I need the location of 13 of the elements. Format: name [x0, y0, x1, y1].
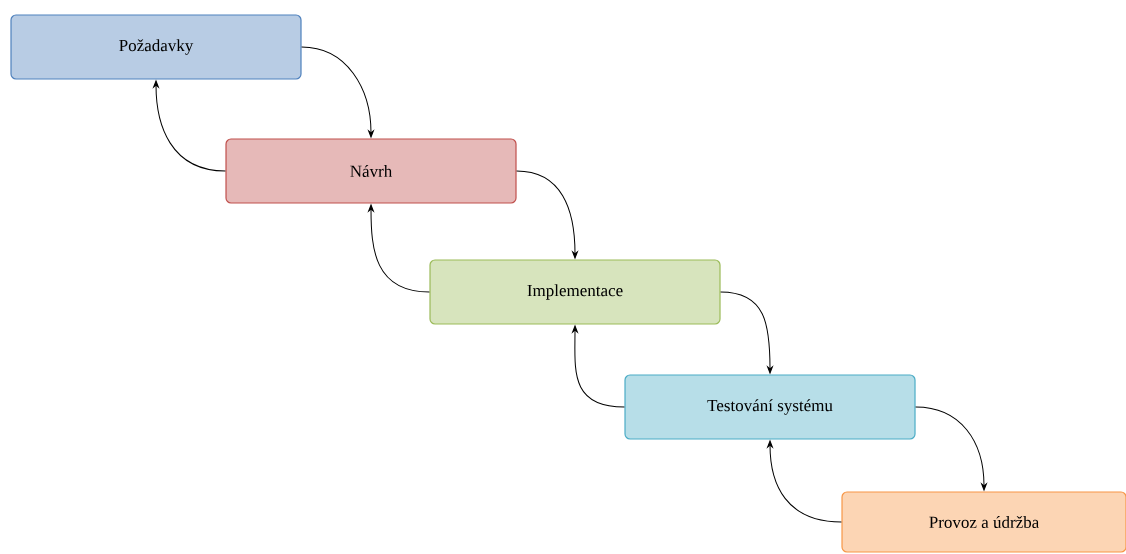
arrow: [153, 80, 226, 172]
arrow: [720, 291, 773, 374]
arrow: [915, 406, 987, 491]
arrow: [368, 204, 430, 293]
process-box: Návrh: [225, 138, 517, 204]
process-box: Implementace: [429, 259, 721, 325]
arrow: [301, 46, 374, 138]
process-box: Testování systému: [624, 374, 916, 440]
process-box: Požadavky: [10, 14, 302, 80]
process-box: Provoz a údržba: [841, 491, 1126, 553]
arrow: [516, 170, 578, 259]
arrow: [767, 440, 842, 523]
arrow: [572, 325, 625, 408]
